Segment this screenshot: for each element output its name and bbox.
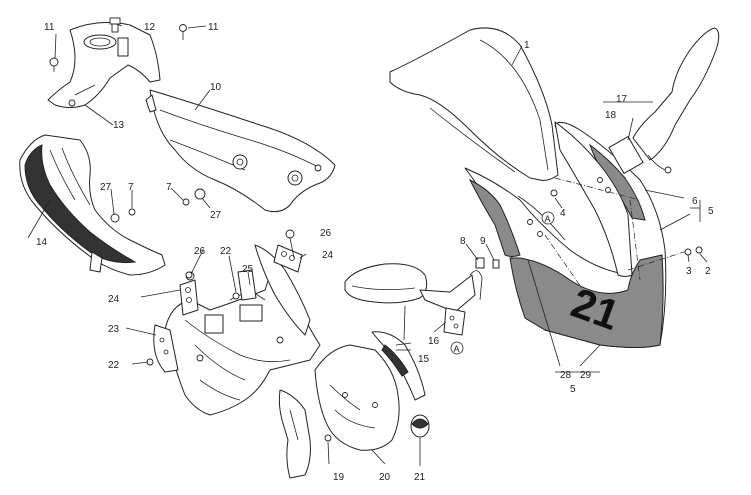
screw-26-lower — [185, 271, 193, 279]
callout-24-left: 24 — [108, 294, 120, 305]
callout-3: 3 — [686, 266, 692, 277]
callout-18: 18 — [605, 110, 617, 121]
callout-7-upper: 7 — [128, 182, 134, 193]
reference-mark-a-lower: A — [450, 341, 464, 355]
callout-20: 20 — [379, 472, 391, 483]
windscreen — [389, 27, 559, 181]
bracket-23 — [153, 324, 179, 373]
headlight-cover — [314, 344, 400, 451]
callout-11-left: 11 — [44, 22, 55, 33]
instrument-panel-cover — [47, 21, 161, 108]
callout-22-top: 22 — [220, 246, 232, 257]
screw-3 — [684, 248, 692, 256]
callout-13: 13 — [113, 120, 125, 131]
callout-26-upper: 26 — [320, 228, 332, 239]
screw-22-top — [232, 292, 240, 300]
callout-15: 15 — [418, 354, 430, 365]
logo-badge — [410, 414, 430, 438]
screw-4 — [550, 189, 558, 197]
callout-14: 14 — [36, 237, 48, 248]
callout-12: 12 — [144, 22, 156, 33]
screw-7-lower — [182, 198, 190, 206]
screw-7-right — [128, 208, 136, 216]
front-fairing: 21 — [464, 121, 667, 348]
reference-mark-a-upper: A — [541, 211, 555, 225]
callout-11-right: 11 — [208, 22, 219, 33]
callout-25: 25 — [242, 264, 254, 275]
callout-7-lower: 7 — [166, 182, 172, 193]
callout-26-lower: 26 — [194, 246, 206, 257]
reference-mark-label: A — [545, 214, 551, 224]
callout-27-upper: 27 — [100, 182, 112, 193]
small-clip-9 — [492, 259, 500, 269]
callout-labels: 1 2 3 4 5 5 6 7 7 8 9 10 11 11 12 13 14 … — [36, 22, 714, 483]
callout-19: 19 — [333, 472, 345, 483]
small-clip-8 — [475, 257, 485, 269]
reference-mark-label: A — [454, 344, 460, 354]
callout-2: 2 — [705, 266, 711, 277]
callout-27-lower: 27 — [210, 210, 222, 221]
left-air-duct — [19, 134, 166, 276]
callout-24-right: 24 — [322, 250, 334, 261]
callout-23: 23 — [108, 324, 120, 335]
right-mirror — [632, 27, 720, 174]
bracket-upper — [273, 229, 303, 273]
screw-12 — [109, 17, 121, 33]
callout-29: 29 — [580, 370, 592, 381]
screw-11-left — [49, 57, 59, 72]
callout-22-bottom: 22 — [108, 360, 120, 371]
screw-27 — [194, 188, 206, 200]
lower-bracket — [278, 389, 332, 479]
bracket-25 — [237, 269, 257, 301]
callout-5-bottom: 5 — [570, 384, 576, 395]
callout-1: 1 — [524, 40, 530, 51]
inner-side-panel — [145, 89, 336, 213]
callout-21: 21 — [414, 472, 426, 483]
callout-17: 17 — [616, 94, 628, 105]
bracket-left — [179, 271, 199, 316]
callout-4: 4 — [560, 208, 566, 219]
callout-6: 6 — [692, 196, 698, 207]
callout-9: 9 — [480, 236, 486, 247]
leader-lines — [27, 23, 708, 466]
screw-2 — [695, 246, 703, 254]
headlight-side-bracket — [371, 331, 426, 401]
callout-16: 16 — [428, 336, 440, 347]
callout-5-right: 5 — [708, 206, 714, 217]
callout-8: 8 — [460, 236, 466, 247]
left-mirror — [344, 263, 483, 336]
callout-28: 28 — [560, 370, 572, 381]
screw-11-right — [179, 24, 187, 40]
callout-10: 10 — [210, 82, 222, 93]
